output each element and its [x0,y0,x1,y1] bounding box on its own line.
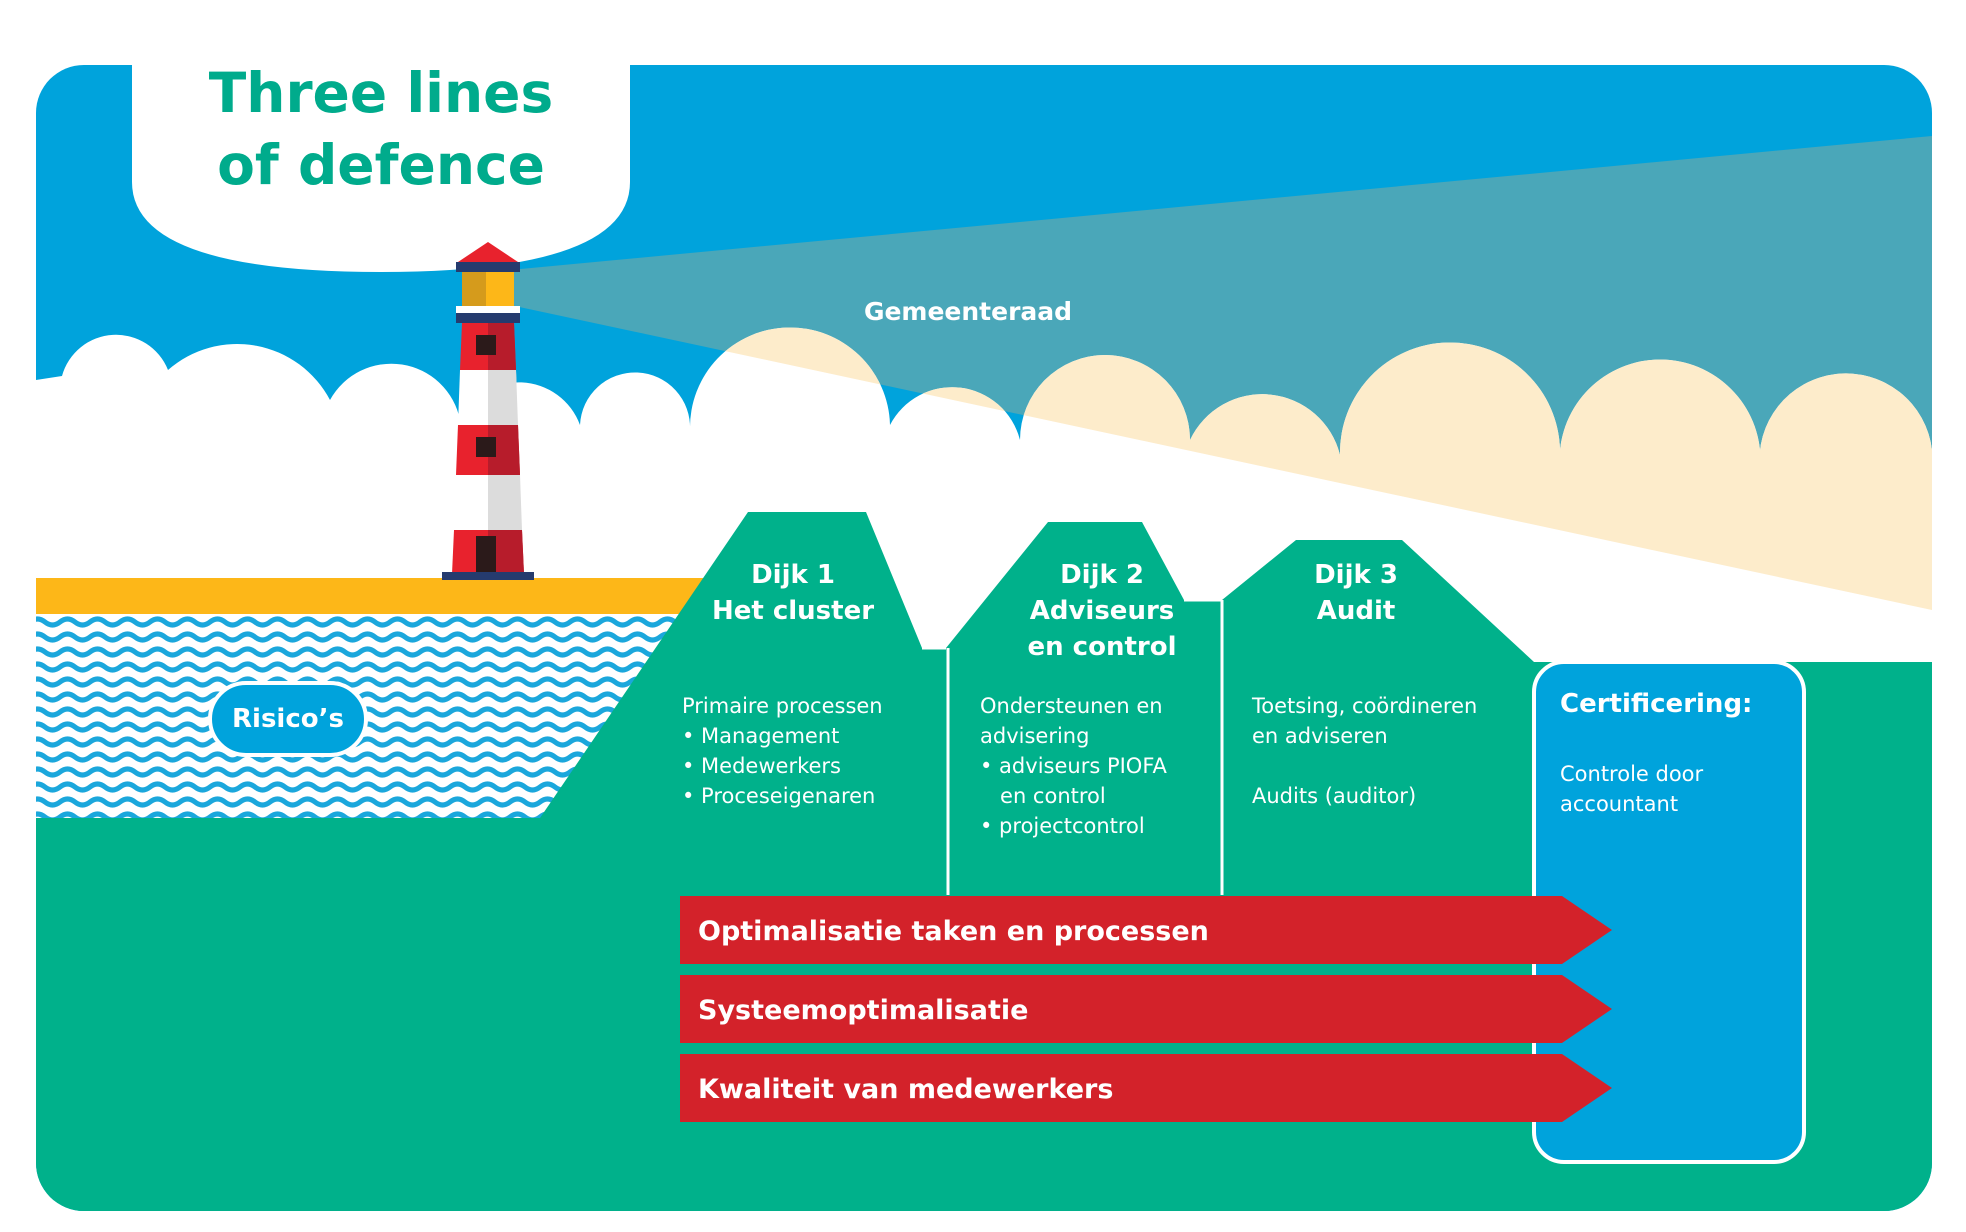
dike-2-title-1: Dijk 2 [1060,560,1144,590]
title-line-1: Three lines [209,61,553,125]
dike-1-line-1: Primaire processen [682,694,883,718]
certification-line-1: Controle door [1560,762,1704,786]
dike-1-title-1: Dijk 1 [751,560,835,590]
dike-1-line-4: • Proceseigenaren [682,784,875,808]
arrow-3-label: Kwaliteit van medewerkers [698,1074,1113,1105]
title-line-2: of defence [217,133,545,197]
wave-line [36,661,700,673]
wave-line [36,646,700,658]
dike-2-line-4: en control [980,784,1106,808]
wave-line [36,676,700,688]
wave-line [36,616,700,628]
dike-3-line-2: en adviseren [1252,724,1388,748]
arrow-3: Kwaliteit van medewerkers [680,1054,1612,1122]
arrow-1-label: Optimalisatie taken en processen [698,916,1209,947]
dike-2-line-5: • projectcontrol [980,814,1145,838]
dike-2-line-3: • adviseurs PIOFA [980,754,1167,778]
dike-2-line-2: advisering [980,724,1089,748]
dike-3-line-1: Toetsing, coördineren [1251,694,1477,718]
title-bubble [132,65,630,272]
council-label: Gemeenteraad [864,297,1072,326]
certification-title: Certificering: [1560,689,1752,719]
certification-line-2: accountant [1560,792,1678,816]
lighthouse-icon [442,242,534,580]
sand [36,578,720,618]
dike-2-title-3: en control [1027,632,1176,662]
dike-3-line-4: Audits (auditor) [1252,784,1416,808]
dike-1-title-2: Het cluster [712,596,874,626]
dikes-land [36,512,1932,1211]
risks-label: Risico’s [232,704,344,734]
dike-2: Dijk 2 Adviseurs en control Ondersteunen… [980,560,1177,838]
dike-3: Dijk 3 Audit Toetsing, coördineren en ad… [1251,560,1477,808]
risks-badge [208,681,368,757]
dike-3-title-2: Audit [1317,596,1396,626]
dike-3-title-1: Dijk 3 [1314,560,1398,590]
dike-2-line-1: Ondersteunen en [980,694,1163,718]
dike-1-line-2: • Management [682,724,839,748]
arrow-1: Optimalisatie taken en processen [680,896,1612,964]
dike-2-title-2: Adviseurs [1030,596,1175,626]
dike-1-line-3: • Medewerkers [682,754,841,778]
arrow-2-label: Systeemoptimalisatie [698,995,1028,1026]
dike-1: Dijk 1 Het cluster Primaire processen • … [682,560,883,808]
arrow-2: Systeemoptimalisatie [680,975,1612,1043]
wave-line [36,631,700,643]
